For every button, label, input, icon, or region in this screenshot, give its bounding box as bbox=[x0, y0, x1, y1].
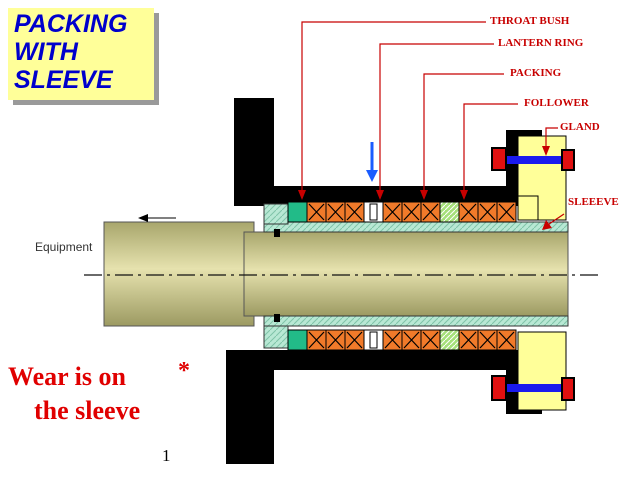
shaft-main bbox=[243, 231, 569, 317]
leader-packing bbox=[423, 73, 504, 194]
sleeve-collar-top bbox=[263, 203, 289, 225]
follower-ring-9 bbox=[439, 201, 460, 223]
gland-upper-inner bbox=[517, 195, 539, 221]
packing-cross-2 bbox=[308, 203, 325, 221]
leader-arrow-lantern bbox=[376, 190, 384, 200]
rotation-arrow-head bbox=[138, 214, 148, 222]
gland-nut-lower-left bbox=[491, 375, 507, 401]
leader-lantern-ring bbox=[379, 43, 494, 194]
packing-cross-8 bbox=[422, 331, 439, 349]
sleeve-key-top bbox=[274, 229, 280, 237]
sleeve-key-bottom bbox=[274, 314, 280, 322]
wear-note: Wear is on the sleeve bbox=[8, 360, 140, 428]
title-line-1: PACKING bbox=[14, 10, 128, 38]
equipment-label: Equipment bbox=[35, 240, 93, 254]
packing-cross-7 bbox=[403, 203, 420, 221]
leader-arrow-packing bbox=[420, 190, 428, 200]
label-throat-bush: THROAT BUSH bbox=[490, 15, 570, 27]
gland-nut-upper-right bbox=[561, 149, 575, 171]
label-follower: FOLLOWER bbox=[524, 97, 589, 109]
leader-arrow-sleeve bbox=[542, 220, 552, 230]
wear-line-1: Wear is on bbox=[8, 362, 126, 391]
leader-throat-bush bbox=[301, 21, 486, 194]
stuffing-box-lower-body bbox=[274, 350, 518, 370]
packing-cross-8 bbox=[422, 203, 439, 221]
packing-assembly-top bbox=[287, 201, 517, 223]
stuffing-box-upper-body bbox=[274, 186, 518, 206]
packing-cross-3 bbox=[327, 203, 344, 221]
gland-nut-upper-left bbox=[491, 147, 507, 171]
packing-assembly-bottom bbox=[287, 329, 517, 351]
leader-follower bbox=[463, 103, 518, 194]
leader-arrow-throat bbox=[298, 190, 306, 200]
shaft-left bbox=[103, 221, 255, 327]
sleeve-top bbox=[263, 221, 569, 233]
slide-title: PACKING WITH SLEEVE bbox=[8, 8, 154, 100]
packing-cross-12 bbox=[498, 203, 515, 221]
gland-stud-lower bbox=[500, 384, 572, 392]
packing-cross-6 bbox=[384, 331, 401, 349]
page-number: 1 bbox=[162, 446, 171, 465]
packing-cross-11 bbox=[479, 331, 496, 349]
packing-cross-6 bbox=[384, 203, 401, 221]
sleeve-bottom bbox=[263, 315, 569, 327]
flush-arrow-head bbox=[366, 170, 378, 182]
packing-cross-4 bbox=[346, 331, 363, 349]
label-lantern-ring: LANTERN RING bbox=[498, 37, 584, 49]
throat-bush-1 bbox=[287, 329, 308, 351]
title-line-2: WITH bbox=[14, 38, 78, 66]
packing-cross-2 bbox=[308, 331, 325, 349]
packing-cross-11 bbox=[479, 203, 496, 221]
leader-arrow-gland bbox=[542, 146, 550, 156]
sleeve-collar-bottom bbox=[263, 325, 289, 349]
packing-cross-3 bbox=[327, 331, 344, 349]
asterisk-mark: * bbox=[178, 358, 190, 384]
gland-stud-upper bbox=[500, 156, 572, 164]
throat-bush-1 bbox=[287, 201, 308, 223]
title-line-3: SLEEVE bbox=[14, 66, 113, 94]
packing-cross-10 bbox=[460, 331, 477, 349]
lantern-ring-port bbox=[369, 331, 378, 349]
follower-ring-9 bbox=[439, 329, 460, 351]
stuffing-box-lower bbox=[226, 350, 274, 464]
leader-gland bbox=[545, 127, 558, 150]
label-sleeve: SLEEEVE bbox=[568, 196, 619, 208]
lantern-ring-port bbox=[369, 203, 378, 221]
leader-arrow-follower bbox=[460, 190, 468, 200]
label-packing: PACKING bbox=[510, 67, 562, 79]
wear-line-2: the sleeve bbox=[34, 396, 141, 425]
packing-cross-12 bbox=[498, 331, 515, 349]
label-gland: GLAND bbox=[560, 121, 600, 133]
packing-cross-10 bbox=[460, 203, 477, 221]
packing-cross-4 bbox=[346, 203, 363, 221]
stuffing-box-upper bbox=[234, 98, 274, 206]
gland-lower bbox=[517, 331, 567, 411]
gland-nut-lower-right bbox=[561, 377, 575, 401]
packing-cross-7 bbox=[403, 331, 420, 349]
